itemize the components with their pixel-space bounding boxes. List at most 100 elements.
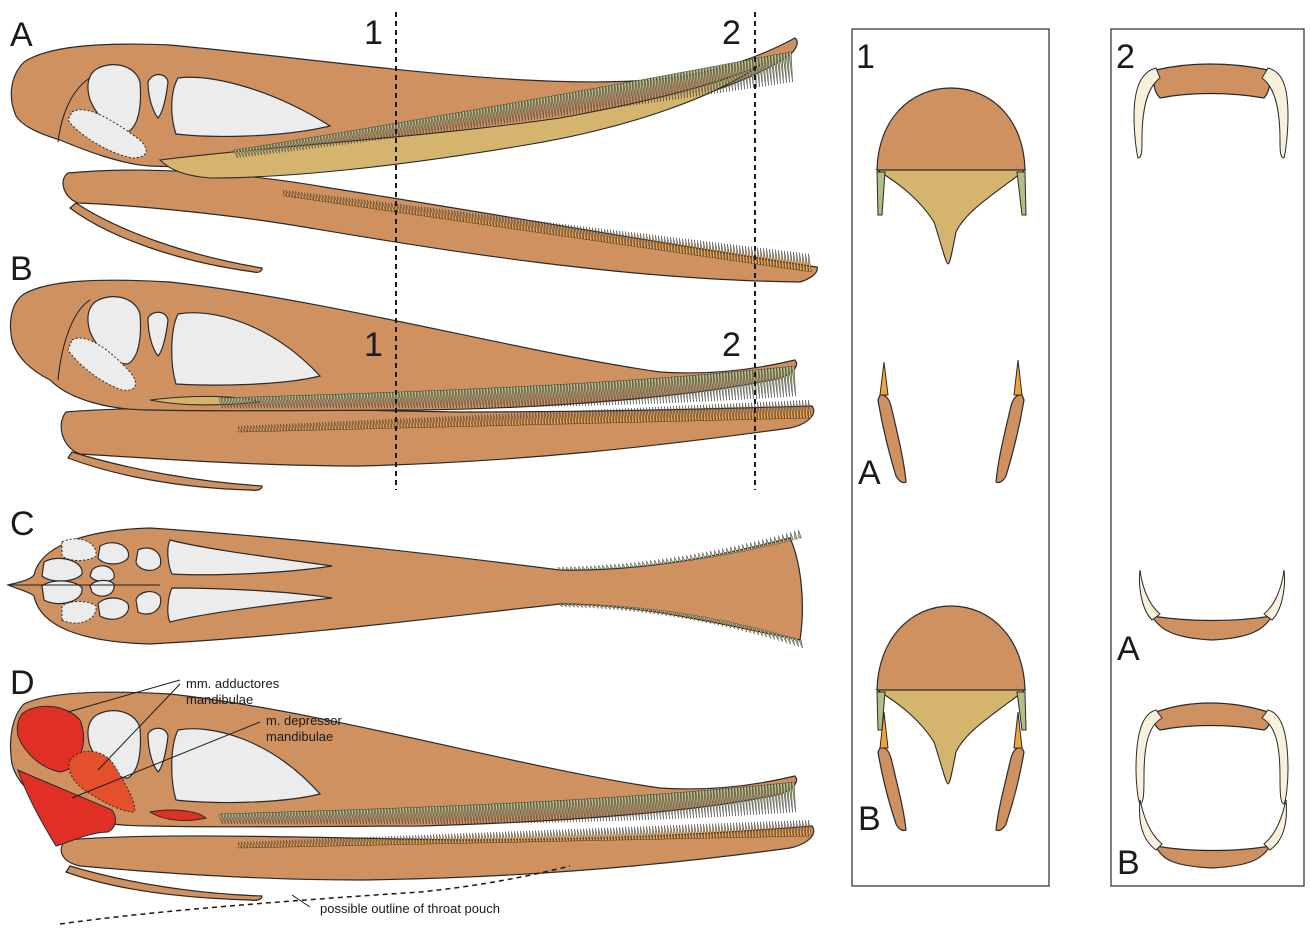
label-depressor-1: m. depressor	[266, 713, 343, 728]
filter-tooth	[699, 553, 702, 559]
filter-tooth	[799, 640, 803, 648]
filter-tooth	[731, 244, 734, 260]
filter-tooth	[632, 827, 635, 840]
filter-tooth	[530, 831, 533, 842]
filter-tooth	[623, 827, 626, 840]
filter-tooth	[683, 556, 686, 562]
filter-tooth	[703, 552, 706, 558]
filter-tooth	[461, 833, 464, 843]
filter-tooth	[458, 834, 461, 844]
filter-tooth	[710, 242, 713, 258]
filter-tooth	[470, 833, 473, 843]
panel-label-b: B	[10, 250, 33, 288]
filter-tooth	[752, 247, 755, 264]
filter-tooth	[788, 251, 791, 268]
section-number-1-mid: 1	[364, 326, 383, 364]
inset-2-number: 2	[1116, 38, 1135, 76]
filter-tooth	[716, 242, 719, 258]
filter-tooth	[767, 249, 770, 266]
filter-tooth	[641, 826, 644, 839]
label-adductores-1: mm. adductores	[186, 676, 280, 691]
filter-tooth	[719, 823, 722, 837]
filter-tooth	[734, 823, 737, 838]
filter-tooth	[593, 828, 596, 840]
palate-section-1b	[877, 690, 1025, 784]
filter-tooth	[771, 538, 774, 545]
mandible-a	[63, 170, 817, 282]
filter-tooth	[647, 561, 650, 566]
filter-tooth	[764, 248, 767, 265]
cranium-c	[8, 528, 802, 644]
filter-tooth	[734, 245, 737, 261]
filter-tooth	[679, 557, 682, 563]
skull-d: mm. adductores mandibulae m. depressor m…	[11, 676, 814, 924]
label-depressor-2: mandibulae	[266, 729, 333, 744]
filter-tooth	[727, 548, 730, 555]
filter-tooth	[731, 823, 734, 838]
filter-tooth	[638, 827, 641, 840]
filter-tooth	[644, 826, 647, 839]
filter-tooth	[578, 829, 581, 841]
filter-tooth	[687, 555, 690, 561]
filter-tooth	[783, 534, 786, 542]
filter-tooth	[773, 249, 776, 266]
rostrum-section-1a	[877, 88, 1025, 170]
filter-tooth	[787, 533, 790, 541]
filter-tooth	[512, 831, 515, 842]
filter-tooth	[704, 241, 707, 257]
filter-tooth	[775, 537, 778, 545]
filter-tooth	[479, 833, 482, 843]
filter-tooth	[569, 829, 572, 841]
filter-tooth	[728, 244, 731, 260]
inset-1-label-a: A	[858, 454, 881, 492]
filter-tooth	[797, 252, 800, 270]
filter-tooth	[572, 829, 575, 841]
filter-tooth	[749, 822, 752, 837]
filter-tooth	[557, 830, 560, 842]
filter-tooth	[800, 253, 803, 271]
filter-tooth	[686, 825, 689, 839]
inset-2-label-b: B	[1117, 844, 1140, 882]
filter-tooth	[567, 567, 570, 570]
section-number-2-mid: 2	[722, 326, 741, 364]
filter-tooth	[631, 563, 634, 568]
filter-tooth	[635, 827, 638, 840]
filter-tooth	[536, 831, 539, 842]
filter-tooth	[599, 565, 602, 569]
filter-tooth	[584, 829, 587, 841]
filter-tooth	[715, 550, 718, 556]
mandible-section-2b	[1156, 846, 1270, 868]
skull-b	[11, 280, 814, 490]
filter-tooth	[746, 822, 749, 837]
rostrum-section-2	[1154, 64, 1270, 98]
filter-tooth	[497, 832, 500, 843]
filter-tooth	[806, 253, 809, 271]
filter-tooth	[571, 567, 574, 570]
filter-tooth	[749, 246, 752, 263]
filter-tooth	[663, 559, 666, 564]
filter-tooth	[782, 250, 785, 267]
filter-tooth	[494, 832, 497, 842]
filter-tooth	[799, 530, 802, 538]
filter-tooth	[728, 823, 731, 838]
filter-tooth	[674, 825, 677, 839]
tooth-right-lower-section-2b	[1264, 800, 1286, 850]
panel-label-a: A	[10, 16, 33, 54]
tooth-left-section-2a	[1140, 570, 1161, 620]
filter-tooth	[761, 248, 764, 265]
filter-tooth	[551, 830, 554, 841]
mandible-section-2a	[1152, 616, 1272, 640]
filter-tooth	[620, 827, 623, 840]
filter-tooth	[635, 562, 638, 567]
filter-tooth	[758, 248, 761, 265]
filter-tooth	[575, 567, 578, 570]
filter-tooth	[809, 254, 812, 272]
filter-tooth	[583, 566, 586, 570]
filter-tooth	[794, 252, 797, 270]
filter-tooth	[579, 566, 582, 569]
filter-tooth	[740, 823, 743, 838]
filter-tooth	[548, 830, 551, 841]
filter-tooth	[518, 831, 521, 842]
filter-tooth	[611, 564, 614, 568]
fenestra-lower-small-c	[90, 580, 114, 596]
